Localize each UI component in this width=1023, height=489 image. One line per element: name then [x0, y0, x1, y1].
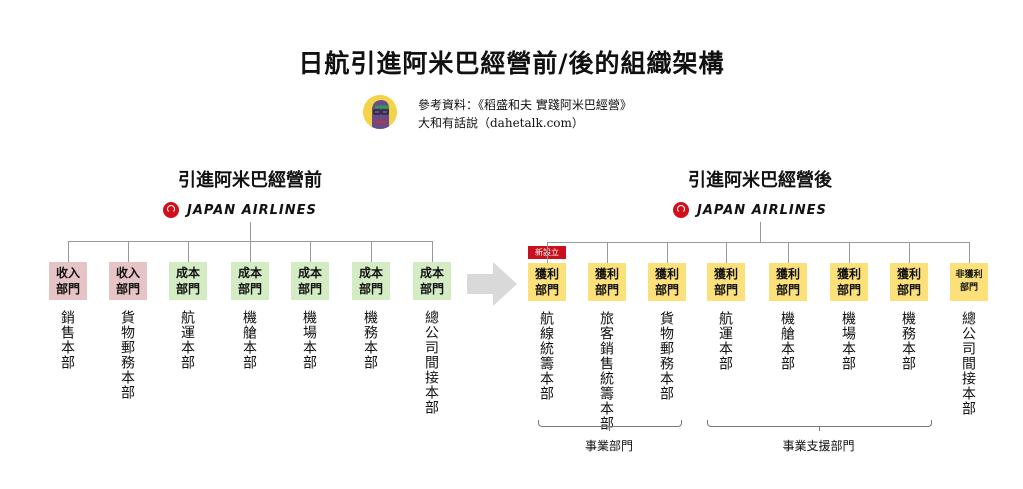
after-unit-name: 機艙本部 — [779, 311, 795, 371]
before-unit-type-box: 成本 部門 — [169, 262, 207, 300]
after-branch-line — [547, 242, 969, 243]
after-unit-name: 航線統籌本部 — [538, 311, 554, 401]
after-unit-connector — [969, 242, 970, 263]
before-heading: 引進阿米巴經營前 — [178, 170, 322, 191]
before-unit-type-box: 收入 部門 — [109, 262, 147, 300]
before-unit-connector — [310, 241, 311, 262]
after-unit-type-box: 獲利 部門 — [528, 263, 566, 301]
after-unit-name: 總公司間接本部 — [960, 311, 976, 416]
after-unit-connector — [547, 242, 548, 263]
after-unit-name: 航運本部 — [717, 311, 733, 371]
before-unit-name: 機艙本部 — [241, 310, 257, 370]
unit-type-label: 成本 部門 — [297, 266, 322, 296]
page-title: 日航引進阿米巴經營前/後的組織架構 — [298, 49, 725, 78]
jal-crane-icon — [673, 202, 689, 218]
after-unit-type-box: 非獲利 部門 — [950, 263, 988, 301]
jal-logo-after: JAPAN AIRLINES — [673, 201, 827, 219]
group-brace-tip — [818, 426, 820, 431]
before-unit-connector — [68, 241, 69, 262]
before-unit-name: 總公司間接本部 — [423, 310, 439, 415]
after-unit-name: 貨物郵務本部 — [658, 311, 674, 401]
jal-crane-icon — [163, 202, 179, 218]
group-label: 事業支援部門 — [782, 439, 855, 453]
after-unit-type-box: 獲利 部門 — [588, 263, 626, 301]
source-site: 大和有話說（dahetalk.com） — [418, 116, 584, 130]
before-unit-name: 機務本部 — [362, 310, 378, 370]
after-heading: 引進阿米巴經營後 — [688, 170, 832, 191]
before-unit-connector — [432, 241, 433, 262]
unit-type-label: 獲利 部門 — [654, 267, 679, 297]
jal-logo-before: JAPAN AIRLINES — [163, 201, 317, 219]
logo-text: JAPAN AIRLINES — [187, 202, 317, 218]
unit-type-label: 非獲利 部門 — [955, 270, 983, 293]
group-label: 事業部門 — [584, 439, 633, 453]
after-unit-type-box: 獲利 部門 — [769, 263, 807, 301]
unit-type-label: 獲利 部門 — [594, 267, 619, 297]
after-unit-connector — [607, 242, 608, 263]
after-unit-connector — [788, 242, 789, 263]
after-unit-type-box: 獲利 部門 — [707, 263, 745, 301]
before-unit-connector — [188, 241, 189, 262]
before-unit-type-box: 成本 部門 — [231, 262, 269, 300]
group-brace — [538, 420, 682, 427]
after-unit-type-box: 獲利 部門 — [648, 263, 686, 301]
unit-type-label: 獲利 部門 — [713, 267, 738, 297]
group-brace — [707, 420, 932, 427]
unit-type-label: 收入 部門 — [55, 266, 80, 296]
before-unit-name: 機場本部 — [301, 310, 317, 370]
before-unit-type-box: 成本 部門 — [413, 262, 451, 300]
before-unit-name: 銷售本部 — [59, 310, 75, 370]
unit-type-label: 收入 部門 — [115, 266, 140, 296]
author-avatar — [363, 95, 397, 129]
unit-type-label: 獲利 部門 — [896, 267, 921, 297]
after-unit-connector — [726, 242, 727, 263]
unit-type-label: 成本 部門 — [175, 266, 200, 296]
group-brace-tip — [609, 426, 610, 431]
unit-type-label: 成本 部門 — [358, 266, 383, 296]
after-unit-type-box: 獲利 部門 — [890, 263, 928, 301]
unit-type-label: 獲利 部門 — [775, 267, 800, 297]
before-unit-name: 貨物郵務本部 — [119, 310, 135, 400]
after-unit-name: 旅客銷售統籌本部 — [598, 311, 614, 431]
after-unit-connector — [667, 242, 668, 263]
source-reference: 參考資料：《稻盛和夫 實踐阿米巴經營》 — [418, 98, 632, 112]
unit-type-label: 成本 部門 — [419, 266, 444, 296]
unit-type-label: 成本 部門 — [237, 266, 262, 296]
unit-type-label: 獲利 部門 — [534, 267, 559, 297]
before-unit-type-box: 成本 部門 — [291, 262, 329, 300]
source-citation: 參考資料：《稻盛和夫 實踐阿米巴經營》 大和有話說（dahetalk.com） — [418, 96, 632, 132]
before-unit-connector — [250, 241, 251, 262]
after-unit-connector — [909, 242, 910, 263]
before-unit-name: 航運本部 — [179, 310, 195, 370]
before-root-connector — [250, 222, 251, 241]
after-unit-name: 機務本部 — [900, 311, 916, 371]
logo-text: JAPAN AIRLINES — [697, 202, 827, 218]
before-unit-connector — [371, 241, 372, 262]
after-unit-name: 機場本部 — [840, 311, 856, 371]
before-unit-connector — [128, 241, 129, 262]
after-unit-type-box: 獲利 部門 — [830, 263, 868, 301]
transition-arrow-icon — [467, 262, 517, 310]
unit-type-label: 獲利 部門 — [836, 267, 861, 297]
before-unit-type-box: 成本 部門 — [352, 262, 390, 300]
after-unit-connector — [849, 242, 850, 263]
before-unit-type-box: 收入 部門 — [49, 262, 87, 300]
after-root-connector — [760, 222, 761, 242]
